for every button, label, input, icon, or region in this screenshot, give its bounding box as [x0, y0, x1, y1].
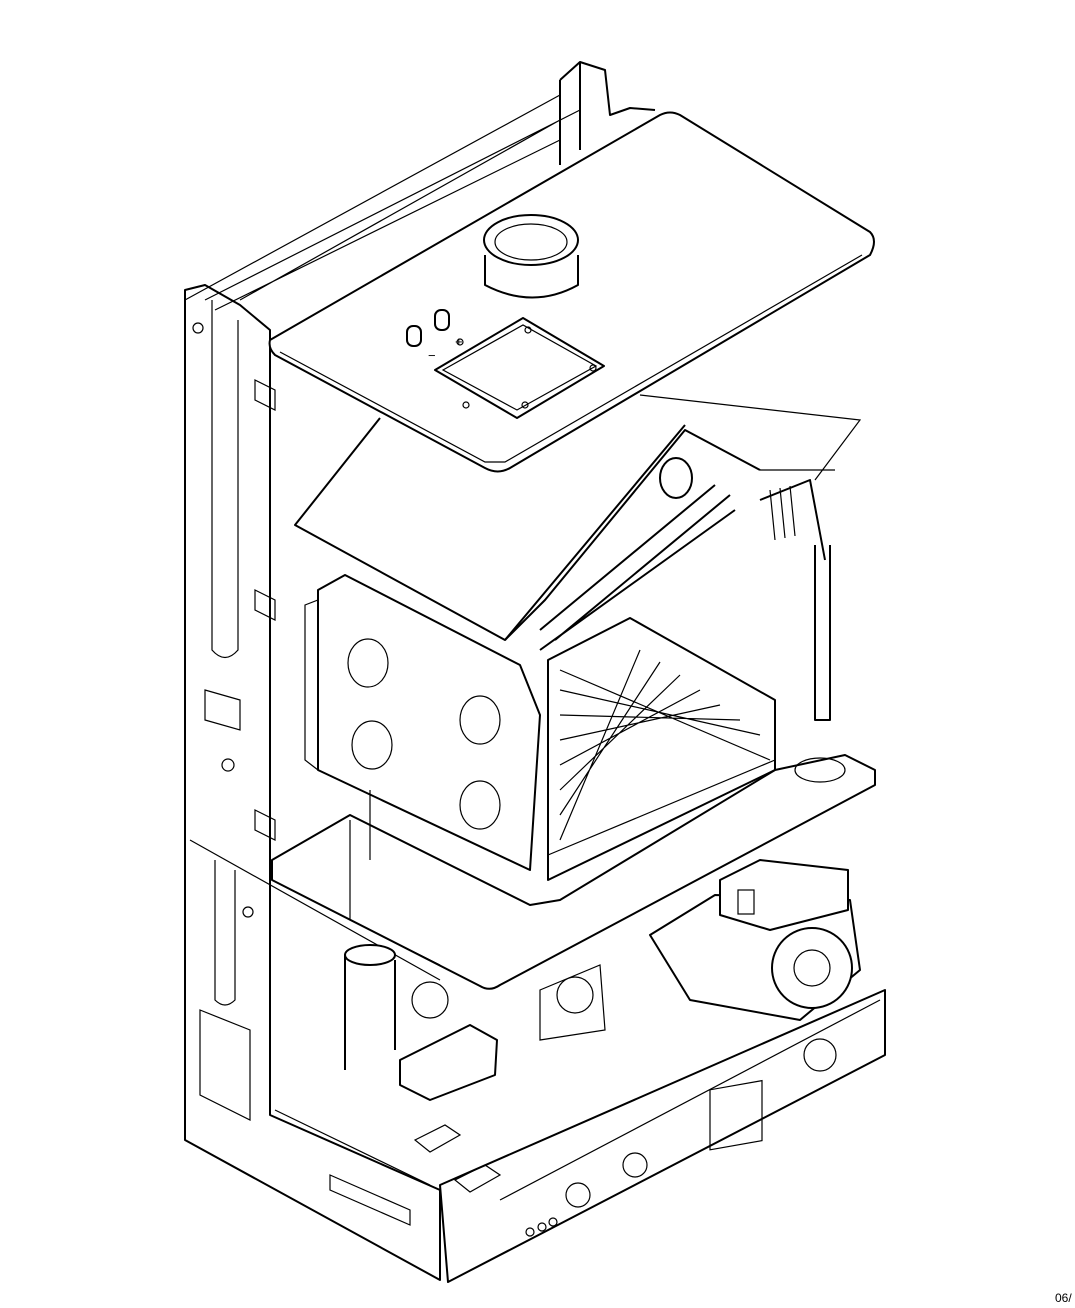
base-tray — [271, 754, 876, 990]
reference-code: 06/ — [1055, 1291, 1072, 1305]
combustion-hood — [294, 394, 862, 641]
back-frame — [184, 61, 656, 311]
burner — [547, 617, 776, 881]
knob-minus-label: − — [428, 348, 436, 363]
pump — [649, 859, 861, 1021]
heat-exchanger-pipes — [539, 457, 831, 721]
left-side-panel — [184, 284, 441, 1281]
top-cover-plate — [268, 111, 875, 473]
gas-valve-and-pipes — [344, 944, 606, 1101]
knob-plus-label: + — [455, 334, 463, 349]
combustion-chamber — [304, 574, 541, 871]
control-box — [274, 989, 886, 1283]
